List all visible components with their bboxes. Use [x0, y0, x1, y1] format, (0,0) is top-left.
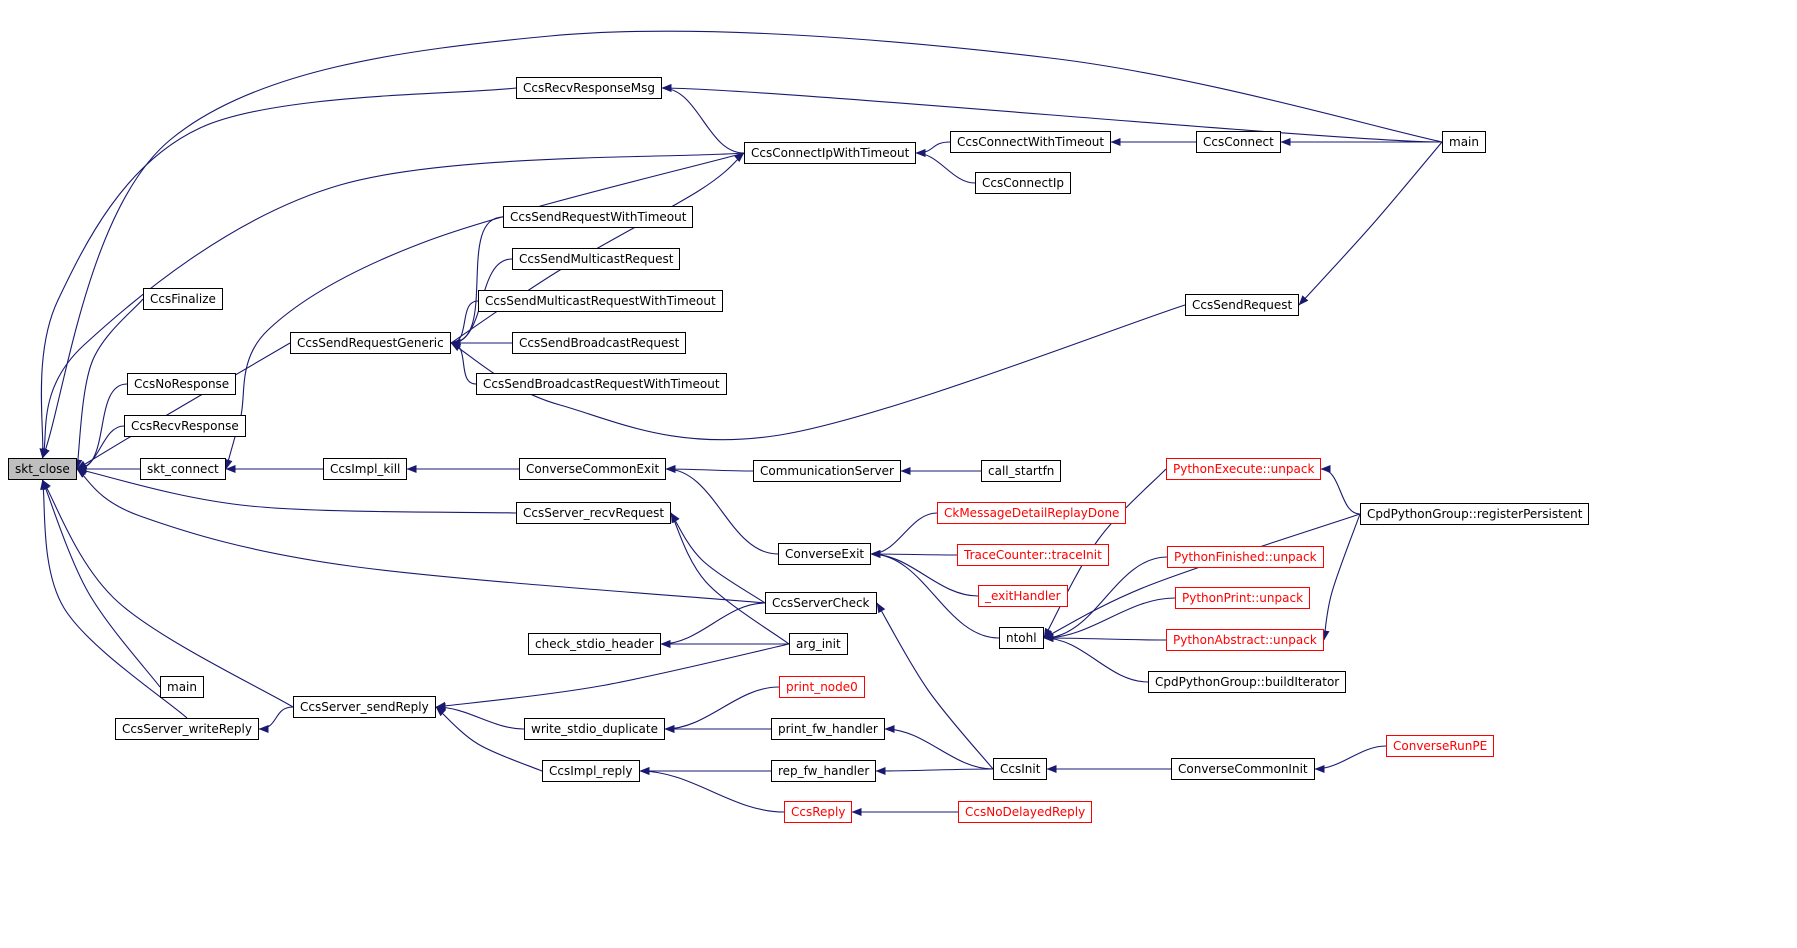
- node-communication-server[interactable]: CommunicationServer: [753, 460, 901, 482]
- node-ccs-connect[interactable]: CcsConnect: [1196, 131, 1281, 153]
- node-exit-handler[interactable]: _exitHandler: [978, 585, 1068, 607]
- node-converse-run-pe[interactable]: ConverseRunPE: [1386, 735, 1495, 757]
- edge-CkMessageDetailReplayDone-to-ConverseExit: [870, 512, 938, 558]
- node-ntohl[interactable]: ntohl: [999, 627, 1044, 649]
- edge-print_node0-to-write_stdio_duplicate: [664, 686, 780, 733]
- edge-CcsSendRequestGeneric-to-skt_close: [76, 342, 291, 470]
- node-python-execute-unpack[interactable]: PythonExecute::unpack: [1166, 458, 1322, 480]
- node-ccs-finalize[interactable]: CcsFinalize: [143, 288, 223, 310]
- edge-CcsSendBroadcastRequestWithTimeout-to-CcsSendRequestGeneric: [450, 339, 477, 385]
- edge-arg_init-to-CcsServer_recvRequest: [670, 512, 790, 645]
- node-ccs-recv-response-msg[interactable]: CcsRecvResponseMsg: [516, 77, 662, 99]
- node-ccs-server-send-reply[interactable]: CcsServer_sendReply: [293, 696, 436, 718]
- node-ccs-impl-reply[interactable]: CcsImpl_reply: [542, 760, 640, 782]
- node-ccs-connect-ip[interactable]: CcsConnectIp: [975, 172, 1072, 194]
- node-skt-connect[interactable]: skt_connect: [140, 458, 226, 480]
- node-call-startfn[interactable]: call_startfn: [981, 460, 1062, 482]
- node-converse-exit[interactable]: ConverseExit: [778, 543, 872, 565]
- edge-CcsInit-to-CcsServerCheck: [876, 602, 994, 770]
- node-ccs-server-recv-request[interactable]: CcsServer_recvRequest: [516, 502, 672, 524]
- node-ccs-send-request-generic[interactable]: CcsSendRequestGeneric: [290, 332, 451, 354]
- node-ccs-send-multicast-request[interactable]: CcsSendMulticastRequest: [512, 248, 681, 270]
- node-ccs-connect-ip-with-timeout[interactable]: CcsConnectIpWithTimeout: [744, 142, 917, 164]
- edge-CcsServerCheck-to-skt_close: [76, 468, 766, 604]
- edge-CcsConnectIp-to-CcsConnectIpWithTimeout: [915, 149, 976, 184]
- node-cpd-python-group-build-iterator[interactable]: CpdPythonGroup::buildIterator: [1148, 671, 1347, 693]
- node-ccs-send-broadcast-request-with-timeout[interactable]: CcsSendBroadcastRequestWithTimeout: [476, 373, 727, 395]
- edge-CommunicationServer-to-ConverseCommonExit: [665, 465, 754, 474]
- node-ccs-send-request-with-timeout[interactable]: CcsSendRequestWithTimeout: [503, 206, 694, 228]
- node-ccs-send-broadcast-request[interactable]: CcsSendBroadcastRequest: [512, 332, 687, 354]
- node-cpd-python-group-register-persistent[interactable]: CpdPythonGroup::registerPersistent: [1360, 503, 1590, 525]
- edge-CcsSendMulticastRequestWithTimeout-to-CcsSendRequestGeneric: [450, 300, 479, 347]
- edge-CcsNoResponse-to-skt_close: [76, 383, 128, 473]
- edge-PythonAbstract_unpack-to-ntohl: [1043, 634, 1167, 643]
- node-ccs-recv-response[interactable]: CcsRecvResponse: [124, 415, 246, 437]
- edge-CcsServerCheck-to-CcsServer_recvRequest: [670, 512, 766, 604]
- edge-CpdPythonGroup_registerPersistent-to-PythonAbstract_unpack: [1321, 513, 1361, 641]
- edge-CcsServer_sendReply-to-skt_close: [42, 479, 294, 708]
- node-ccs-send-multicast-request-with-timeout[interactable]: CcsSendMulticastRequestWithTimeout: [478, 290, 723, 312]
- node-trace-counter-trace-init[interactable]: TraceCounter::traceInit: [957, 544, 1109, 566]
- node-print-node0[interactable]: print_node0: [779, 676, 865, 698]
- node-rep-fw-handler[interactable]: rep_fw_handler: [771, 760, 877, 782]
- edge-TraceCounter_traceInit-to-ConverseExit: [870, 550, 958, 559]
- edge-CcsInit-to-print_fw_handler: [884, 725, 994, 770]
- edge-write_stdio_duplicate-to-CcsServer_sendReply: [435, 703, 525, 730]
- node-ccs-server-write-reply[interactable]: CcsServer_writeReply: [115, 718, 259, 740]
- edge-main_top-to-skt_close: [41, 30, 1443, 459]
- edge-CcsRecvResponseMsg-to-skt_close: [39, 87, 517, 459]
- edge-CcsRecvResponse-to-skt_close: [76, 425, 125, 473]
- node-check-stdio-header[interactable]: check_stdio_header: [528, 633, 661, 655]
- edge-CpdPythonGroup_registerPersistent-to-ntohl: [1043, 513, 1361, 639]
- node-ccs-send-request[interactable]: CcsSendRequest: [1185, 294, 1300, 316]
- node-main-bottom[interactable]: main: [160, 676, 204, 698]
- edge-CcsReply-to-CcsImpl_reply: [639, 767, 785, 813]
- node-ccs-no-response[interactable]: CcsNoResponse: [127, 373, 237, 395]
- edge-CcsSendRequestWithTimeout-to-CcsSendRequestGeneric: [450, 216, 504, 347]
- node-python-print-unpack[interactable]: PythonPrint::unpack: [1175, 587, 1311, 609]
- node-arg-init[interactable]: arg_init: [789, 633, 848, 655]
- node-python-finished-unpack[interactable]: PythonFinished::unpack: [1167, 546, 1324, 568]
- edge-CcsServerCheck-to-check_stdio_header: [660, 602, 766, 648]
- node-ccs-init[interactable]: CcsInit: [993, 758, 1048, 780]
- edge-CcsServer_sendReply-to-CcsServer_writeReply: [258, 706, 294, 733]
- node-skt-close[interactable]: skt_close: [8, 458, 77, 480]
- edge-ConverseRunPE-to-ConverseCommonInit: [1314, 745, 1387, 773]
- node-print-fw-handler[interactable]: print_fw_handler: [771, 718, 885, 740]
- node-ccs-no-delayed-reply[interactable]: CcsNoDelayedReply: [958, 801, 1093, 823]
- node-main-top[interactable]: main: [1442, 131, 1486, 153]
- edge-main_bottom-to-skt_close: [41, 479, 161, 688]
- edge-CcsConnectIpWithTimeout-to-CcsRecvResponseMsg: [661, 84, 745, 154]
- node-write-stdio-duplicate[interactable]: write_stdio_duplicate: [524, 718, 665, 740]
- node-ccs-reply[interactable]: CcsReply: [784, 801, 853, 823]
- edge-CpdPythonGroup_buildIterator-to-ntohl: [1043, 634, 1149, 683]
- node-converse-common-exit[interactable]: ConverseCommonExit: [519, 458, 667, 480]
- node-ccs-impl-kill[interactable]: CcsImpl_kill: [323, 458, 408, 480]
- edge-CpdPythonGroup_registerPersistent-to-PythonExecute_unpack: [1320, 465, 1361, 515]
- edge-CcsConnectWithTimeout-to-CcsConnectIpWithTimeout: [915, 141, 951, 157]
- node-ccs-connect-with-timeout[interactable]: CcsConnectWithTimeout: [950, 131, 1112, 153]
- edge-main_top-to-CcsSendRequest: [1298, 141, 1443, 306]
- node-ccs-server-check[interactable]: CcsServerCheck: [765, 592, 877, 614]
- node-python-abstract-unpack[interactable]: PythonAbstract::unpack: [1166, 629, 1324, 651]
- node-ck-message-detail-replay-done[interactable]: CkMessageDetailReplayDone: [937, 502, 1127, 524]
- edge-CcsInit-to-rep_fw_handler: [875, 766, 994, 775]
- node-converse-common-init[interactable]: ConverseCommonInit: [1171, 758, 1315, 780]
